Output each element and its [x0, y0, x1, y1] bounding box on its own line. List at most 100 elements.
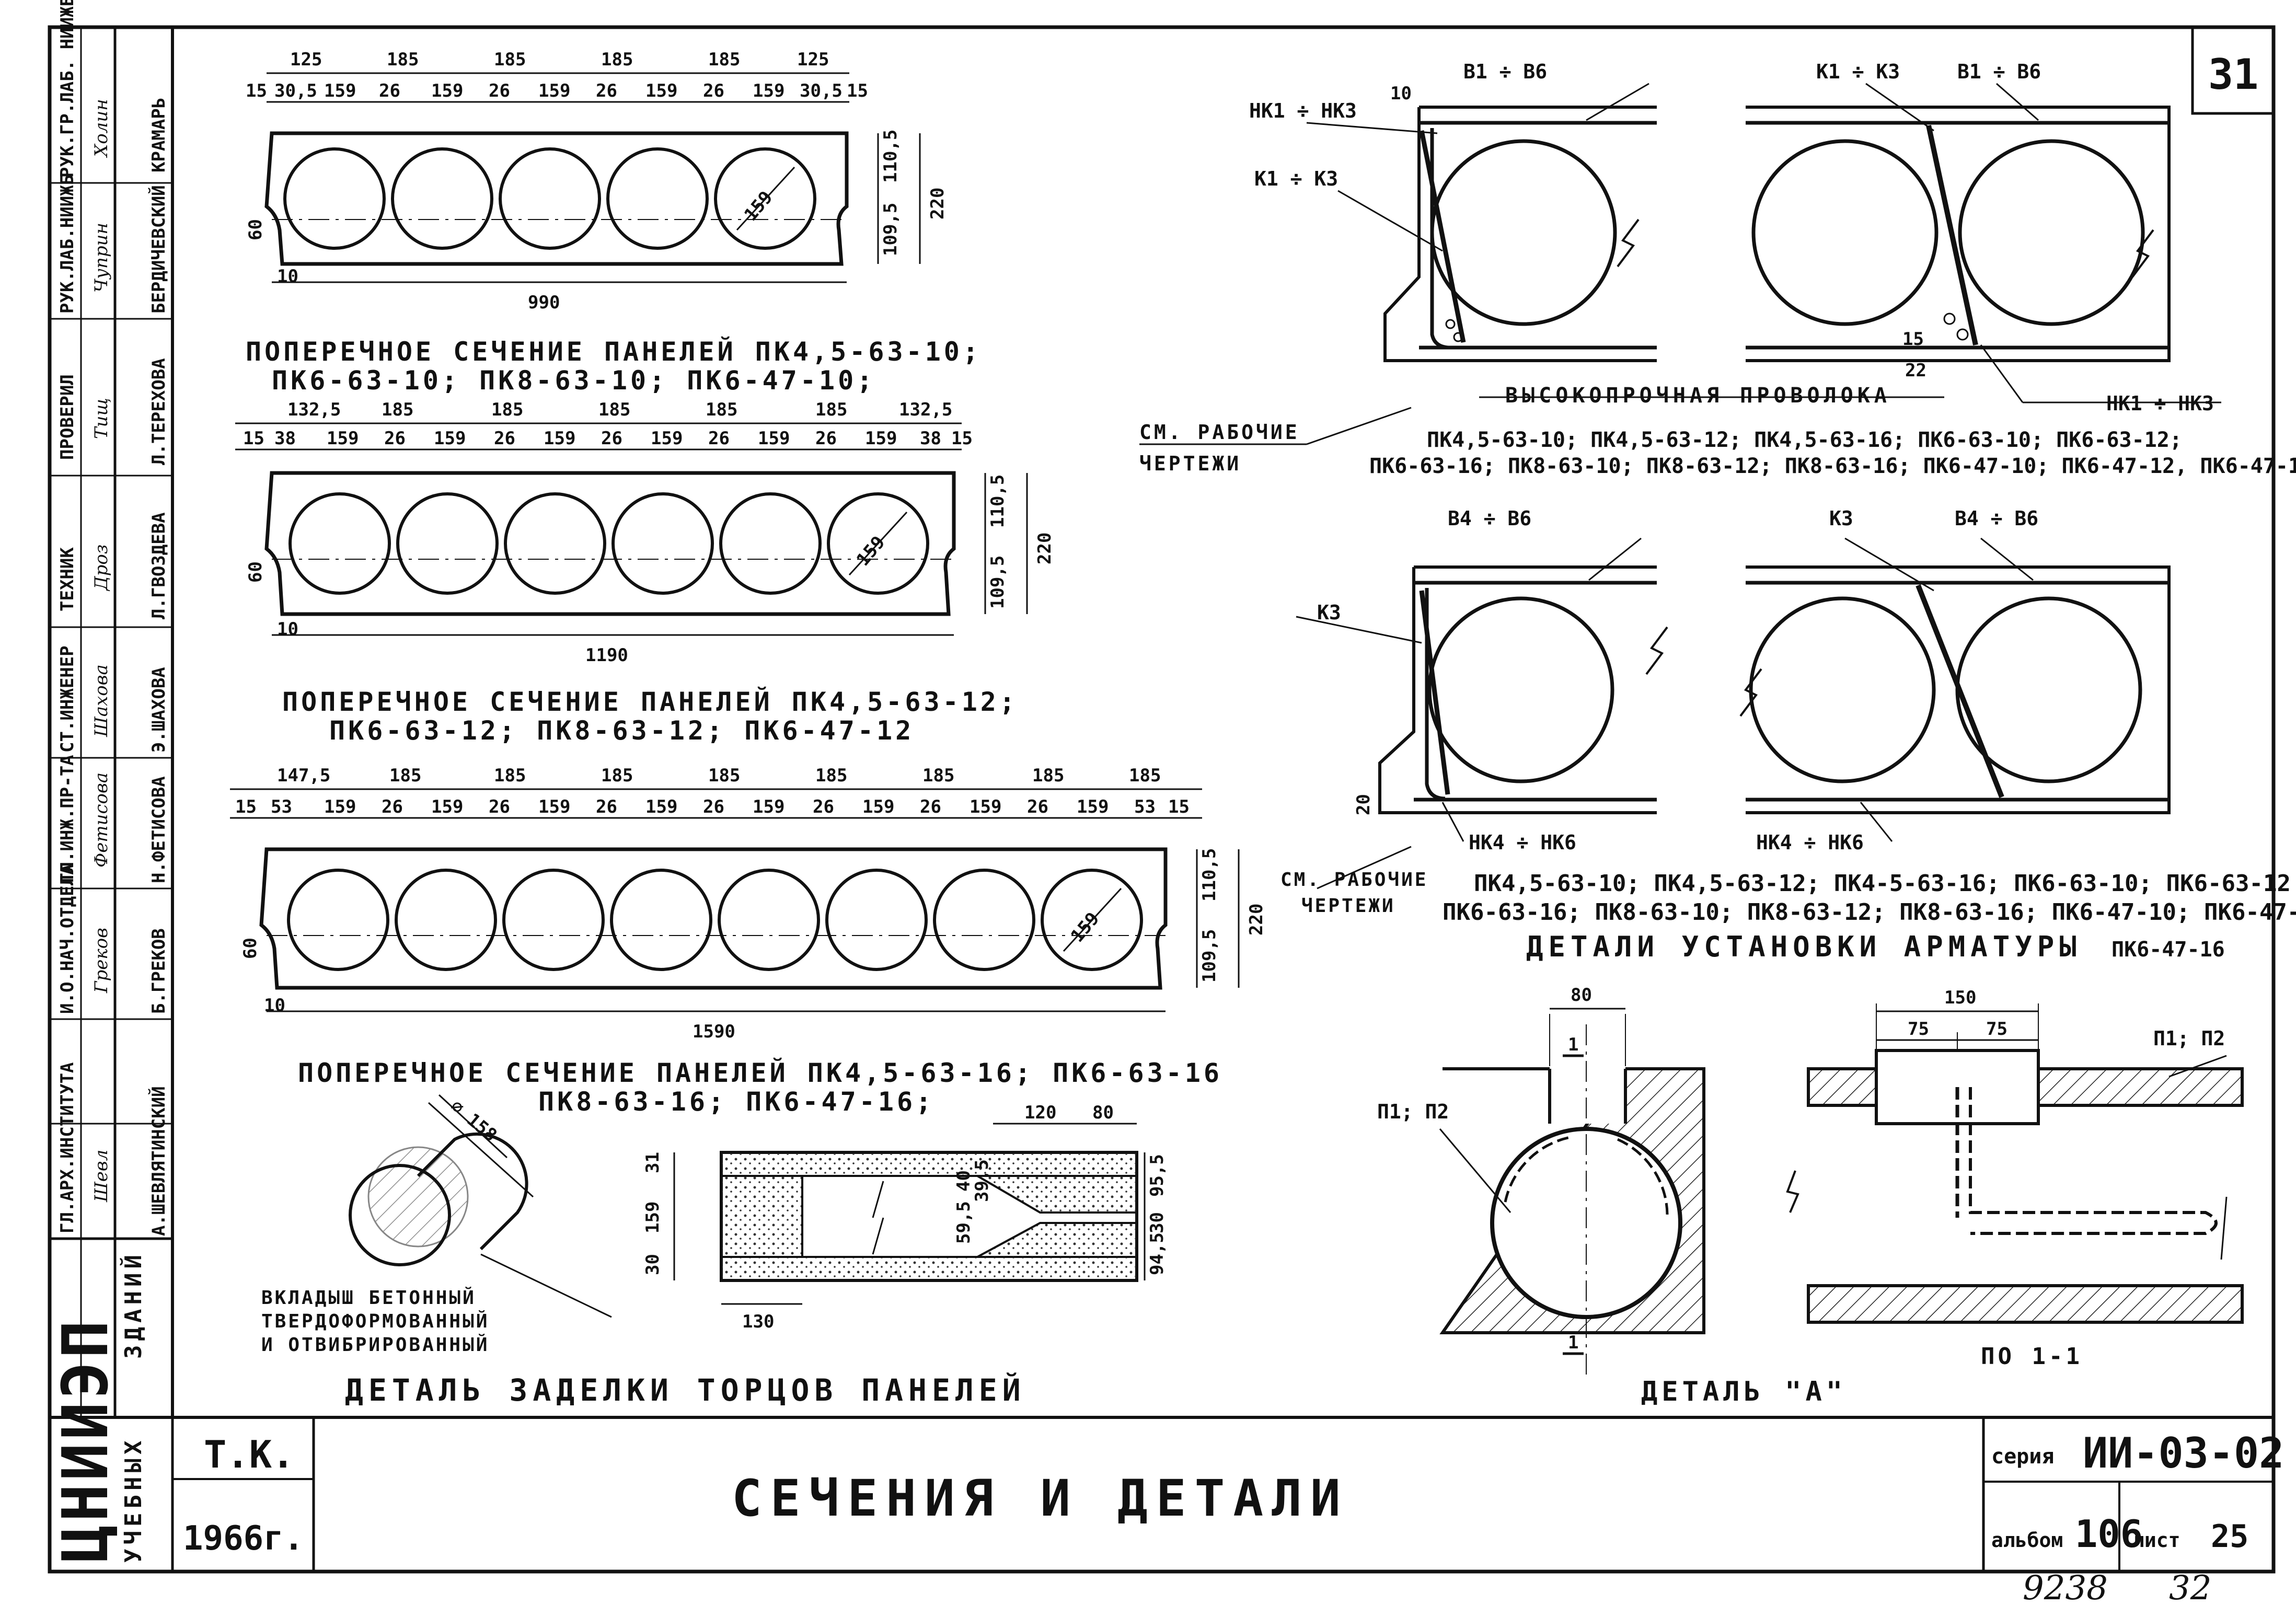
sheet-number: 31 — [2208, 50, 2258, 99]
s2-sub-1: 38 — [274, 428, 296, 449]
s3-right-0: 110,5 — [1199, 848, 1220, 902]
s3-top-7: 185 — [1032, 765, 1064, 786]
s1-top-2: 185 — [494, 49, 526, 70]
s2-top-3: 185 — [598, 399, 630, 420]
end-dim-0: 31 — [642, 1152, 663, 1173]
stamp-sign-3: Дроз — [91, 545, 112, 592]
end-dim-1: 30 — [642, 1254, 663, 1275]
s1-sub-3: 26 — [379, 80, 400, 101]
stamp-entries: РУК.ГР.ЛАБ. НИИЖБ Холин КРАМАРЬ РУК.ЛАБ.… — [50, 0, 169, 1563]
detail-cut-half2: 75 — [1986, 1019, 2007, 1040]
s2-sub-3: 26 — [384, 428, 406, 449]
stamp-role-2: ПРОВЕРИЛ — [57, 374, 78, 460]
stamp-name-6: Б.ГРЕКОВ — [148, 928, 169, 1014]
reinforcement-mid-labels: В4 ÷ В6 К3 К3 В4 ÷ В6 НК4 ÷ НК6 НК4 ÷ НК… — [1280, 507, 2296, 963]
org-sub1: УЧЕБНЫХ — [120, 1437, 147, 1563]
list2-line-b: ПК6-63-16; ПК8-63-10; ПК8-63-12; ПК8-63-… — [1443, 899, 2296, 926]
label-b4: В4 ÷ В6 — [1448, 507, 1531, 530]
label-k1: К1 ÷ К3 — [1254, 167, 1338, 190]
stamp-role-4: СТ.ИНЖЕНЕР — [57, 645, 78, 753]
end-dim-8: 39,5 — [972, 1159, 993, 1202]
s2-top-6: 132,5 — [899, 399, 952, 420]
s3-sub-5: 26 — [489, 796, 510, 817]
s1-caption-2: ПК6-63-10; ПК8-63-10; ПК6-47-10; — [272, 365, 875, 396]
s1-sub-6: 159 — [538, 80, 570, 101]
label-wire: ВЫСОКОПРОЧНАЯ ПРОВОЛОКА — [1505, 384, 1891, 408]
s3-caption-2: ПК8-63-16; ПК6-47-16; — [538, 1087, 934, 1117]
s2-sub-5: 26 — [494, 428, 515, 449]
reinforcement-top-labels: НК1 ÷ НК3 К1 ÷ К3 В1 ÷ В6 К1 ÷ К3 В1 ÷ В… — [1139, 60, 2296, 478]
list2-line-c: ПК6-47-16 — [2112, 938, 2225, 962]
stamp-name-7: А.ШЕВЛЯТИНСКИЙ — [148, 1086, 169, 1236]
s1-right-0: 110,5 — [880, 130, 901, 183]
s3-width: 1590 — [693, 1021, 735, 1042]
s3-sub-16: 159 — [1077, 796, 1109, 817]
detail-a-mark-bottom: 1 — [1568, 1332, 1578, 1353]
s1-width: 990 — [528, 292, 560, 313]
s2-top-5: 185 — [815, 399, 847, 420]
list2-line-a: ПК4,5-63-10; ПК4,5-63-12; ПК4-5-63-16; П… — [1474, 870, 2291, 897]
stamp-sign-2: Тищ — [91, 398, 112, 439]
s2-sub-6: 159 — [544, 428, 575, 449]
s1-sub-4: 159 — [431, 80, 463, 101]
org-sub2: ЗДАНИЙ — [119, 1251, 147, 1359]
s3-sub-6: 159 — [538, 796, 570, 817]
s2-sub-2: 159 — [327, 428, 359, 449]
detail-cut-labels: 150 75 75 П1; П2 ПО 1-1 — [1908, 987, 2225, 1370]
see-drawings-mid-2: ЧЕРТЕЖИ — [1301, 895, 1395, 917]
reinforcement-mid — [1296, 537, 2171, 890]
stamp-role-3: ТЕХНИК — [57, 547, 78, 611]
s2-height: 220 — [1034, 533, 1055, 564]
s3-top-0: 147,5 — [277, 765, 330, 786]
s1-caption-1: ПОПЕРЕЧНОЕ СЕЧЕНИЕ ПАНЕЛЕЙ ПК4,5-63-10; — [246, 336, 982, 367]
sheet-title: СЕЧЕНИЯ И ДЕТАЛИ — [732, 1469, 1349, 1528]
s3-left-1: 60 — [240, 938, 261, 959]
stamp-role-1: РУК.ЛАБ.НИИЖБ — [57, 175, 78, 314]
s3-top-4: 185 — [708, 765, 740, 786]
s3-height: 220 — [1246, 904, 1267, 936]
stamp-sign-1: Чуприн — [91, 223, 112, 293]
s2-sub-10: 159 — [758, 428, 790, 449]
stamp-role-5: ГЛ.ИНЖ.ПР-ТА — [57, 755, 78, 883]
end-detail-labels: 31 30 159 120 80 130 59,5 40 39,5 94,5 3… — [345, 1102, 1168, 1408]
s3-sub-3: 26 — [382, 796, 403, 817]
s3-sub-10: 159 — [753, 796, 784, 817]
label-nk4: НК4 ÷ НК6 — [1469, 831, 1576, 854]
s2-left-1: 60 — [245, 561, 266, 583]
detail-cut-width: 150 — [1944, 987, 1976, 1008]
detail-a-labels: 80 1 1 П1; П2 ДЕТАЛЬ "А" — [1377, 985, 1842, 1407]
insert-label-2: ТВЕРДОФОРМОВАННЫЙ — [261, 1310, 489, 1332]
s2-right-1: 109,5 — [987, 556, 1008, 609]
s3-sub-11: 26 — [813, 796, 834, 817]
s3-sub-15: 26 — [1027, 796, 1048, 817]
stamp-sign-0: Холин — [91, 99, 112, 158]
list1-line-b: ПК6-63-16; ПК8-63-10; ПК8-63-12; ПК8-63-… — [1369, 454, 2296, 478]
s3-sub-7: 26 — [596, 796, 617, 817]
s1-sub-12: 15 — [847, 80, 868, 101]
end-dim-5: 130 — [742, 1311, 774, 1332]
label-nk1: НК1 ÷ НК3 — [1249, 99, 1357, 122]
reinforcement-caption: ДЕТАЛИ УСТАНОВКИ АРМАТУРЫ — [1526, 930, 2082, 963]
s2-top-4: 185 — [706, 399, 737, 420]
s3-sub-13: 26 — [920, 796, 941, 817]
label-nk4b: НК4 ÷ НК6 — [1756, 831, 1864, 854]
end-dim-9: 94,5 — [1147, 1232, 1168, 1275]
s2-right-0: 110,5 — [987, 475, 1008, 528]
s2-sub-8: 159 — [651, 428, 683, 449]
s3-right-1: 109,5 — [1199, 929, 1220, 983]
detail-cut-half1: 75 — [1908, 1019, 1929, 1040]
s3-sub-18: 15 — [1168, 796, 1190, 817]
s2-left-3: 10 — [277, 619, 298, 640]
s1-top-3: 185 — [601, 49, 633, 70]
title-block: Т.К. 1966г. СЕЧЕНИЯ И ДЕТАЛИ серия ИИ-03… — [183, 50, 2284, 1605]
stamp-name-2: Л.ТЕРЕХОВА — [148, 358, 169, 465]
archive-number: 9238 — [2023, 1569, 2108, 1605]
stamp-name-0: КРАМАРЬ — [148, 98, 169, 172]
reinforcement-top — [1139, 83, 2221, 445]
series-value: ИИ-03-02 — [2083, 1429, 2284, 1477]
insert-cylinder — [349, 1094, 612, 1318]
end-dim-10: 30 — [1147, 1212, 1168, 1233]
stamp-role-6: И.О.НАЧ.ОТДЕЛА — [57, 864, 78, 1014]
s3-sub-8: 159 — [645, 796, 677, 817]
